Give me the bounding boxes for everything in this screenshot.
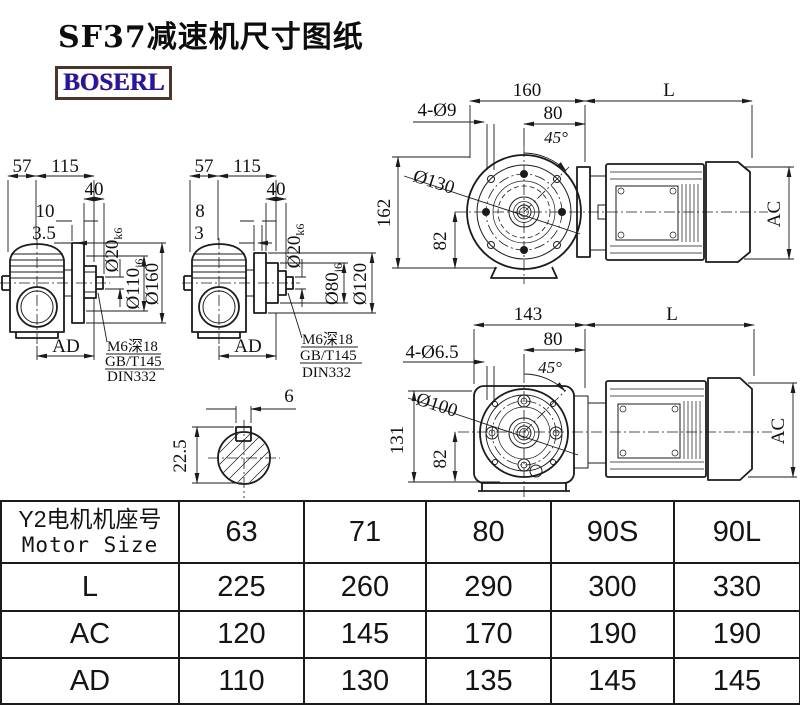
row-label-ac: AC: [0, 610, 180, 659]
dim-57: 57: [13, 156, 32, 177]
dim-bolt-circle-d100: Ø100: [413, 389, 460, 422]
cell-ad-90l: 145: [673, 657, 800, 705]
dim-3-5: 3.5: [32, 223, 56, 244]
dim-3: 3: [194, 223, 204, 244]
row-label-ad: AD: [0, 657, 180, 705]
col-63: 63: [178, 500, 305, 564]
front-view-bottom-with-motor: 143 L 80 4-Ø6.5 45° Ø100 131 82 AC: [387, 304, 797, 498]
cell-ac-90l: 190: [673, 610, 800, 659]
note-gbt145: GB/T145: [300, 348, 357, 364]
note-din332: DIN332: [302, 365, 351, 381]
dim-131: 131: [387, 426, 408, 455]
dim-angle-45: 45°: [538, 358, 562, 377]
front-view-top-with-motor: 160 L 80 4-Ø9 45° Ø130 162 82 AC: [374, 80, 794, 284]
table-row-ad: AD 110 130 135 145 145: [0, 657, 800, 705]
dim-40: 40: [85, 179, 104, 200]
dim-ac: AC: [764, 201, 785, 227]
cell-l-80: 290: [425, 562, 552, 612]
dim-40: 40: [267, 179, 286, 200]
dim-keyway-width: 6: [284, 386, 294, 407]
dim-115: 115: [233, 156, 261, 177]
cell-ac-80: 170: [425, 610, 552, 659]
cell-l-63: 225: [178, 562, 305, 612]
cell-ad-90s: 145: [550, 657, 675, 705]
dim-shaft-d20k6: Ø20k6: [102, 228, 125, 273]
dim-bolt-circle-d130: Ø130: [410, 166, 457, 199]
cell-ac-90s: 190: [550, 610, 675, 659]
dim-143: 143: [514, 304, 543, 325]
cell-ac-63: 120: [178, 610, 305, 659]
dim-10: 10: [36, 201, 55, 222]
shaft-keyway-section: 6 22.5: [170, 386, 296, 498]
dim-motor-length-l: L: [663, 80, 675, 101]
bolt-hole: [482, 208, 490, 216]
row-label-l: L: [0, 562, 180, 612]
dim-80: 80: [544, 103, 563, 124]
dim-ad: AD: [234, 336, 261, 357]
cell-ad-80: 135: [425, 657, 552, 705]
cell-ac-71: 145: [303, 610, 427, 659]
cell-ad-63: 110: [178, 657, 305, 705]
dim-spigot-d110j6: Ø110j6: [123, 259, 146, 310]
cell-l-71: 260: [303, 562, 427, 612]
brand-logo: BOSERL: [55, 66, 173, 100]
dim-82: 82: [430, 232, 451, 251]
note-din332: DIN332: [107, 369, 156, 385]
dim-160: 160: [513, 80, 542, 101]
table-row-ac: AC 120 145 170 190 190: [0, 610, 800, 659]
dim-spigot-d80j6: Ø80j6: [322, 263, 345, 305]
dim-8: 8: [195, 201, 205, 222]
header-motor-size-en: Motor Size: [21, 533, 159, 557]
side-view-b5-flange: 57 115 40 10 3.5 Ø20k6 Ø110j6 Ø160 AD M6…: [0, 156, 166, 385]
header-motor-size: Y2电机机座号 Motor Size: [0, 500, 180, 564]
motor-size-table: Y2电机机座号 Motor Size 63 71 80 90S 90L L 22…: [0, 500, 800, 705]
dim-162: 162: [374, 199, 395, 228]
dim-82: 82: [430, 450, 451, 469]
col-71: 71: [303, 500, 427, 564]
dim-motor-length-l: L: [666, 304, 678, 325]
dim-ad: AD: [52, 336, 79, 357]
dim-keyway-depth: 22.5: [170, 439, 191, 472]
dim-holes-4xd6-5: 4-Ø6.5: [405, 342, 458, 363]
dim-115: 115: [51, 156, 79, 177]
side-view-b14-flange: 57 115 40 8 3 Ø20k6 Ø80j6 Ø120 AD M6深18 …: [182, 156, 376, 381]
cell-ad-71: 130: [303, 657, 427, 705]
cell-l-90s: 300: [550, 562, 675, 612]
dim-flange-d160: Ø160: [142, 263, 163, 305]
col-90s: 90S: [550, 500, 675, 564]
dim-flange-d120: Ø120: [350, 263, 371, 305]
col-90l: 90L: [673, 500, 800, 564]
col-80: 80: [425, 500, 552, 564]
note-tap-m6: M6深18: [302, 331, 353, 348]
dim-holes-4xd9: 4-Ø9: [417, 100, 456, 121]
header-motor-size-zh: Y2电机机座号: [18, 506, 162, 532]
bolt-hole: [558, 208, 566, 216]
table-header-row: Y2电机机座号 Motor Size 63 71 80 90S 90L: [0, 500, 800, 564]
cell-l-90l: 330: [673, 562, 800, 612]
dim-80: 80: [544, 329, 563, 350]
dim-shaft-d20k6: Ø20k6: [284, 224, 307, 269]
dim-angle-45: 45°: [544, 128, 568, 147]
note-tap-m6: M6深18: [107, 338, 158, 355]
page-title: SF37减速机尺寸图纸: [58, 20, 364, 55]
table-row-l: L 225 260 290 300 330: [0, 562, 800, 612]
dim-57: 57: [195, 156, 214, 177]
note-gbt145: GB/T145: [105, 354, 162, 370]
dim-ac: AC: [768, 418, 789, 444]
